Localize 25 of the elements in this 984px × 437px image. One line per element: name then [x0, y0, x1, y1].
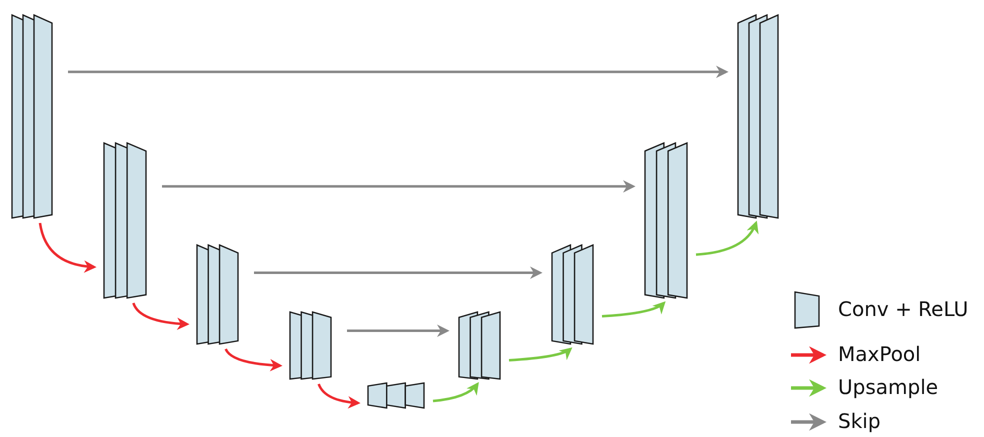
curved-arrow: [432, 382, 480, 402]
legend-label: Upsample: [838, 375, 938, 399]
feature-map-block: [12, 15, 52, 218]
feature-map-block: [290, 312, 331, 379]
arrow: [254, 266, 542, 279]
legend-label: Skip: [838, 409, 881, 433]
curved-arrow: [132, 302, 190, 330]
feature-map-block: [197, 245, 238, 344]
feature-map-block: [645, 143, 687, 298]
arrow: [347, 324, 450, 337]
curved-arrow: [38, 222, 96, 272]
legend-label: MaxPool: [838, 342, 921, 366]
legend-label: Conv + ReLU: [838, 297, 968, 321]
feature-map-block: [738, 15, 778, 218]
feature-map-block: [552, 245, 593, 344]
feature-map-block: [368, 383, 424, 408]
feature-map-block: [104, 143, 146, 298]
arrow: [162, 180, 636, 193]
arrow: [68, 66, 728, 78]
feature-map-block: [459, 312, 500, 379]
curved-arrow: [224, 348, 282, 372]
curved-arrow: [318, 384, 360, 408]
curved-arrow: [602, 301, 666, 318]
curved-arrow: [696, 220, 758, 256]
curved-arrow: [508, 348, 573, 362]
